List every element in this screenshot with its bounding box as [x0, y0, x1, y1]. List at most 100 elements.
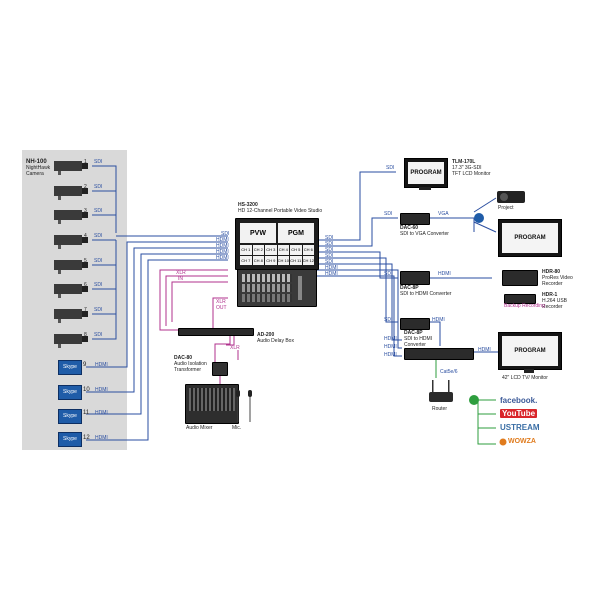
camera-icon: [54, 309, 88, 323]
dac8p2-line2: SDI to HDMI: [404, 336, 433, 342]
xlr-out-label: XLR: [216, 299, 226, 305]
program-screen: PROGRAM: [502, 223, 558, 253]
tlm-screen: PROGRAM: [408, 162, 444, 184]
channel-cell: CH 9: [265, 255, 277, 265]
skype-signal: HDMI: [95, 435, 108, 441]
skype-signal: HDMI: [95, 387, 108, 393]
sdi-label: SDI: [384, 317, 393, 323]
studio-output-label: SDI: [325, 247, 334, 253]
t-bar: [298, 276, 302, 300]
streaming-encoder: [404, 348, 474, 360]
ustream-logo: USTREAM: [500, 423, 540, 432]
xlr-in-label: IN: [178, 276, 183, 282]
wowza-logo: WOWZA: [508, 438, 536, 445]
source-number: 8: [84, 332, 87, 338]
xlr-out-label: OUT: [216, 305, 227, 311]
hdr1-box: [504, 294, 536, 304]
hdr80-line3: Recorder: [542, 281, 563, 287]
lcd-monitor: PROGRAM: [498, 332, 562, 370]
hdr80-line2: ProRes Video: [542, 275, 573, 281]
skype-laptop-icon: Skype: [58, 385, 82, 400]
wowza-mark-icon: [499, 438, 507, 446]
router-label: Router: [432, 406, 448, 412]
dac60-model: DAC-60: [400, 225, 419, 231]
channel-cell: CH 8: [252, 255, 264, 265]
projector-label: Project: [498, 205, 514, 211]
source-signal: SDI: [94, 159, 103, 165]
router-icon: [429, 380, 453, 402]
camera-icon: [54, 210, 88, 224]
camera-icon: [54, 235, 88, 249]
hdr1-line3: Recorder: [542, 304, 563, 310]
source-signal: SDI: [94, 233, 103, 239]
hdr1-model: HDR-1: [542, 292, 558, 298]
source-signal: SDI: [94, 208, 103, 214]
camera-icon: [54, 161, 88, 175]
channel-cell: CH 3: [265, 245, 277, 255]
mixer-channels: [189, 388, 235, 411]
youtube-logo: YouTube: [500, 409, 538, 418]
channel-cell: CH 5: [290, 245, 302, 255]
studio-input-label: HDMI: [216, 255, 229, 261]
audio-delay-box: [178, 328, 254, 336]
studio-desc: HD 12-Channel Portable Video Studio: [238, 208, 323, 214]
channel-cell: CH 1: [240, 245, 252, 255]
channel-cell: CH 11: [290, 255, 302, 265]
dac8p2-model: DAC-8P: [404, 330, 423, 336]
dac80-line3: Transformer: [174, 367, 202, 373]
source-signal: SDI: [94, 184, 103, 190]
hdr80-model: HDR-80: [542, 269, 561, 275]
mixer-label: Audio Mixer: [186, 425, 213, 431]
camera-model: NH-100: [26, 159, 47, 165]
vga-label: VGA: [438, 211, 449, 217]
source-number: 3: [84, 208, 87, 214]
studio-input-label: HDMI: [216, 249, 229, 255]
lcd-stand: [524, 369, 534, 373]
skype-number: 11: [83, 410, 90, 416]
studio-input-label: HDMI: [216, 237, 229, 243]
source-number: 5: [84, 258, 87, 264]
delay-model: AD-200: [257, 332, 275, 338]
camera-icon: [54, 186, 88, 200]
hdmi-label: HDMI: [478, 347, 491, 353]
source-signal: SDI: [94, 282, 103, 288]
program-display: PROGRAM: [498, 219, 562, 257]
studio-control-panel: [237, 269, 317, 307]
microphone-icon: [236, 390, 240, 422]
skype-laptop-icon: Skype: [58, 409, 82, 424]
audio-isolation-transformer: [212, 362, 228, 376]
studio-output-label: SDI: [325, 235, 334, 241]
camera-line3: Camera: [26, 171, 44, 177]
dac60-desc: SDI to VGA Converter: [400, 231, 449, 237]
audio-mixer-icon: [185, 384, 239, 424]
button-row: [242, 274, 292, 282]
source-signal: SDI: [94, 332, 103, 338]
skype-laptop-icon: Skype: [58, 432, 82, 447]
hdmi-label: HDMI: [384, 352, 397, 358]
channel-cell: CH 4: [277, 245, 289, 255]
channel-cell: CH 7: [240, 255, 252, 265]
projector-icon: [497, 191, 525, 203]
source-number: 1: [84, 159, 87, 165]
channel-grid: CH 1 CH 2 CH 3 CH 4 CH 5 CH 6 CH 7 CH 8 …: [240, 245, 314, 265]
hdmi-label: HDMI: [438, 271, 451, 277]
source-number: 6: [84, 282, 87, 288]
button-row: [242, 294, 292, 302]
xlr-small-label: XLR: [230, 345, 240, 351]
monitor-stand: [419, 187, 431, 190]
camera-icon: [54, 284, 88, 298]
studio-output-label: HDMI: [325, 265, 338, 271]
skype-number: 9: [83, 362, 87, 368]
source-signal: SDI: [94, 307, 103, 313]
studio-model: HS-3200: [238, 202, 258, 208]
studio-output-label: SDI: [325, 253, 334, 259]
xlr-in-label: XLR: [176, 270, 186, 276]
sdi-label: SDI: [384, 271, 393, 277]
lcd-label: 42" LCD TV/ Monitor: [502, 375, 548, 381]
button-row: [242, 284, 292, 292]
skype-signal: HDMI: [95, 410, 108, 416]
pgm-window: PGM: [278, 223, 314, 243]
camera-line2: NightHawk: [26, 165, 51, 171]
